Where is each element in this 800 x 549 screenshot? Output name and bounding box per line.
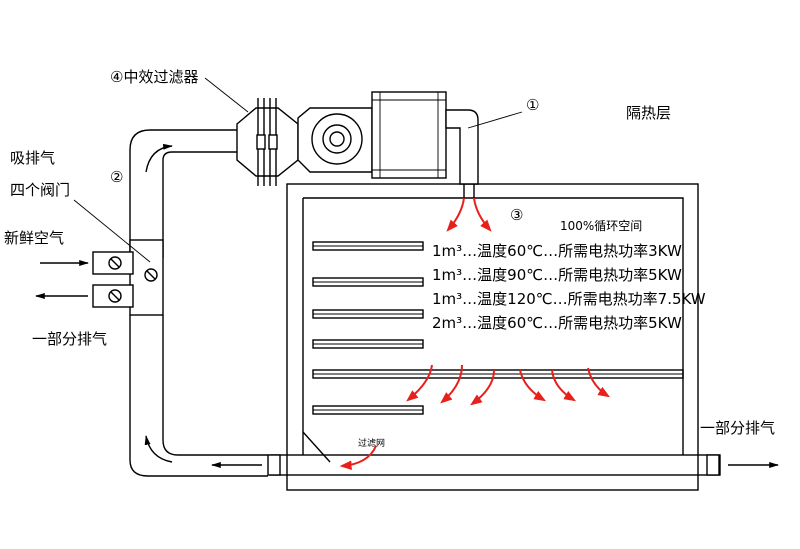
four-valves-label: 四个阀门: [10, 181, 70, 199]
red-arrow-3: [470, 369, 495, 406]
top-duct-and-fan: [129, 91, 523, 477]
filter-mesh-label: 过滤网: [358, 437, 385, 449]
valve-box: [73, 199, 164, 316]
filter-label: ④中效过滤器: [110, 68, 198, 86]
spec-line-4: 2m³…温度60℃…所需电热功率5KW: [432, 314, 682, 332]
red-arrow-4: [519, 369, 547, 402]
spec-line-1: 1m³…温度60℃…所需电热功率3KW: [432, 242, 682, 260]
recirculation-label: 100%循环空间: [560, 219, 642, 233]
spec-lines: 1m³…温度60℃…所需电热功率3KW 1m³…温度90℃…所需电热功率5KW …: [432, 242, 706, 332]
red-arrow-1: [406, 364, 433, 402]
fresh-air-label: 新鲜空气: [4, 229, 64, 247]
red-arrow-6: [587, 367, 611, 398]
spec-line-3: 1m³…温度120℃…所需电热功率7.5KW: [432, 290, 706, 308]
filter-leader: [204, 77, 249, 113]
red-arrow-top-right: [473, 197, 492, 232]
spec-line-2: 1m³…温度90℃…所需电热功率5KW: [432, 266, 682, 284]
labels: ④中效过滤器 ① 隔热层 ② ③ 吸排气 四个阀门 新鲜空气 一部分排气 一部分…: [4, 68, 775, 449]
exhaust-outlet-left: [267, 454, 281, 476]
exhaust-outlet: [92, 284, 134, 308]
filter-mesh-line: [302, 431, 331, 463]
fan-motor: [371, 91, 447, 179]
duct-arrow-bottom: [144, 435, 173, 463]
red-arrow-top-left: [446, 197, 465, 232]
suction-exhaust-label: 吸排气: [10, 149, 55, 167]
insulation-label: 隔热层: [626, 104, 671, 122]
oven-chamber: [267, 183, 721, 491]
fresh-air-inlet: [92, 251, 134, 275]
number-2-label: ②: [110, 168, 123, 186]
red-arrow-5: [551, 369, 577, 402]
heater-elbow: [445, 109, 523, 198]
number-3-label: ③: [510, 206, 523, 224]
medium-efficiency-filter: [236, 98, 299, 186]
duct-arrow-top: [145, 143, 173, 173]
fan-housing: [297, 91, 447, 179]
exhaust-outlet-right: [706, 454, 720, 476]
black-flow-arrows: [35, 143, 779, 468]
partial-exhaust-left-label: 一部分排气: [32, 330, 107, 348]
red-arrow-filter: [339, 445, 377, 471]
shelves: [312, 241, 684, 415]
number-1-label: ①: [526, 96, 539, 114]
red-airflow-arrows: [339, 197, 611, 471]
leader-1: [467, 111, 523, 129]
partial-exhaust-right-label: 一部分排气: [700, 419, 775, 437]
red-arrow-2: [440, 364, 463, 404]
